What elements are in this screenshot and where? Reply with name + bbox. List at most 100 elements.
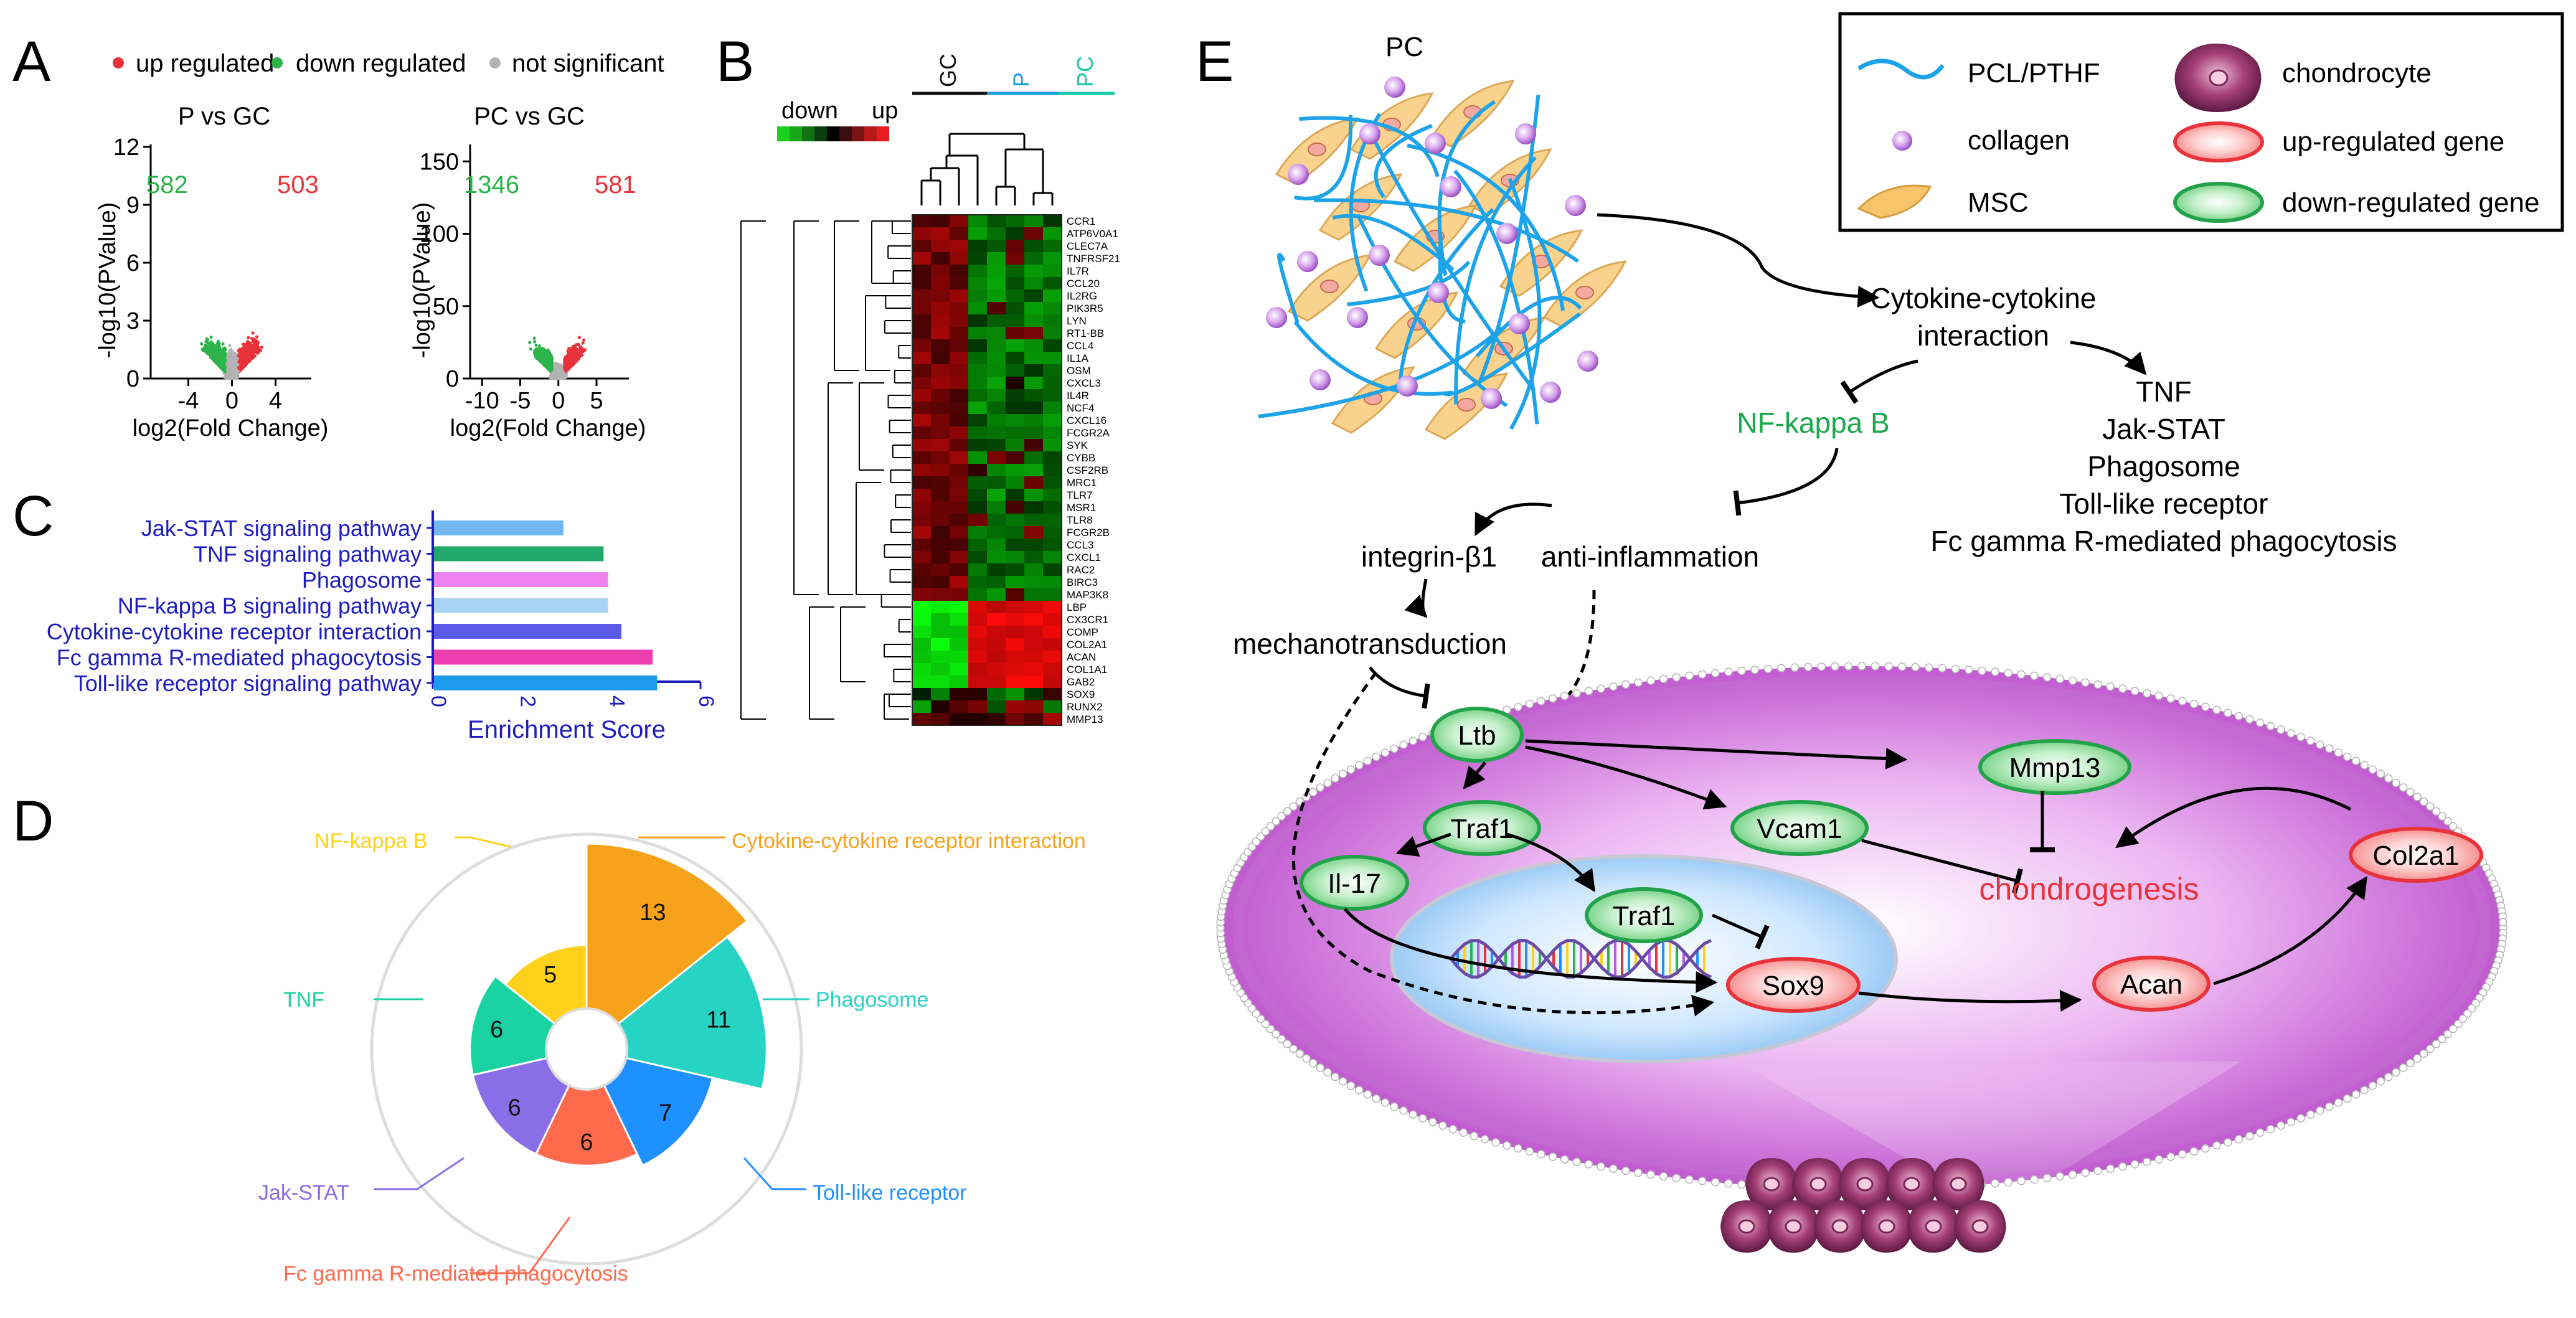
volcano-point (255, 351, 258, 354)
volcano-point (533, 337, 536, 340)
volcano-point (255, 346, 258, 349)
volcano-point (235, 359, 238, 362)
volcano-point (237, 354, 240, 357)
volcano-point (241, 354, 244, 357)
volcano-point (251, 331, 254, 334)
legend-ns-label: not significant (512, 50, 664, 77)
volcano-point (223, 346, 226, 349)
volcano-point (251, 356, 254, 359)
volcano-xtick-label: 0 (552, 388, 565, 414)
volcano-point (222, 357, 225, 360)
volcano-point (582, 341, 585, 344)
volcano-point (528, 341, 531, 344)
volcano-point (578, 336, 581, 339)
volcano-point (222, 351, 225, 354)
volcano1-down-count: 582 (146, 171, 188, 199)
volcano-point (204, 345, 207, 348)
volcano-ytick-label: 3 (126, 308, 139, 334)
volcano1-up-count: 503 (277, 171, 319, 199)
volcano-point (227, 374, 230, 377)
legend-down-dot (271, 57, 283, 68)
volcano-ytick-label: 100 (420, 222, 459, 248)
volcano-ytick-label: 50 (433, 294, 459, 320)
volcano-point (228, 352, 231, 355)
volcano-point (209, 354, 212, 357)
volcano-point (223, 370, 226, 373)
volcano-point (255, 336, 258, 339)
volcano-point (247, 336, 250, 339)
volcano-point (216, 362, 219, 365)
volcano-xtick-label: -5 (510, 388, 531, 414)
volcano-xtick-label: 4 (269, 388, 282, 414)
volcano-point (214, 354, 217, 357)
volcano-point (216, 342, 219, 346)
volcano-point (209, 336, 212, 339)
panel-a: up regulated down regulated not signific… (95, 50, 664, 441)
volcano1-xlabel: log2(Fold Change) (133, 415, 329, 441)
volcano2-points (528, 336, 587, 380)
volcano-point (228, 370, 231, 373)
volcano-ytick-label: 0 (126, 366, 139, 392)
panel-letter-e: E (1196, 30, 1234, 93)
volcano-point (247, 355, 250, 358)
volcano-point (533, 349, 536, 352)
legend-ns-dot (489, 57, 501, 68)
volcano-point (243, 349, 246, 352)
volcano-point (248, 343, 251, 346)
volcano-point (207, 347, 210, 351)
panel-letter-a: A (12, 30, 51, 93)
volcano-point (205, 351, 209, 354)
volcano-point (533, 340, 536, 343)
volcano1-ylabel: -log10(PValue) (95, 202, 121, 359)
volcano-point (538, 344, 541, 347)
volcano-point (213, 350, 216, 353)
volcano-xtick-label: 5 (590, 388, 603, 414)
volcano2-title: PC vs GC (474, 103, 585, 130)
volcano-point (238, 367, 241, 370)
volcano-point (230, 362, 234, 365)
volcano-point (232, 372, 235, 375)
volcano-point (243, 344, 247, 347)
volcano1-points (200, 331, 263, 380)
volcano-point (253, 342, 256, 346)
volcano-point (242, 365, 245, 368)
volcano-point (259, 349, 262, 352)
volcano-point (567, 347, 570, 350)
volcano-point (220, 362, 223, 365)
volcano-point (228, 344, 231, 347)
volcano-xtick-label: -4 (178, 388, 199, 414)
volcano-ytick-label: 9 (126, 192, 139, 219)
volcano-point (231, 354, 234, 357)
volcano-point (200, 342, 203, 346)
volcano-ytick-label: 6 (126, 250, 139, 276)
volcano-point (248, 347, 252, 350)
volcano-point (555, 362, 559, 365)
volcano-point (235, 375, 238, 378)
volcano-point (582, 339, 585, 342)
volcano-point (217, 351, 220, 354)
panel-letter-b: B (716, 30, 754, 93)
legend-up-dot (113, 57, 124, 68)
volcano-point (250, 337, 253, 340)
volcano-point (250, 352, 253, 355)
volcano-ytick-label: 0 (446, 366, 459, 392)
volcano-ytick-label: 12 (113, 134, 139, 161)
volcano-point (217, 355, 220, 358)
volcano-point (529, 347, 532, 351)
volcano-point (237, 349, 240, 352)
volcano-point (245, 352, 248, 355)
volcano-point (260, 346, 263, 349)
legend-down-label: down regulated (296, 50, 466, 77)
volcano-point (578, 348, 581, 351)
volcano-xtick-label: -10 (465, 388, 499, 414)
legend-up-label: up regulated (136, 50, 274, 77)
volcano-point (222, 342, 225, 346)
volcano-point (234, 364, 237, 367)
panel-letter-d: D (12, 789, 54, 853)
volcano1-title: P vs GC (178, 103, 270, 130)
volcano-point (205, 337, 209, 341)
volcano-ytick-label: 150 (420, 149, 459, 175)
panel-letter-c: C (12, 484, 54, 548)
volcano-point (226, 357, 229, 360)
